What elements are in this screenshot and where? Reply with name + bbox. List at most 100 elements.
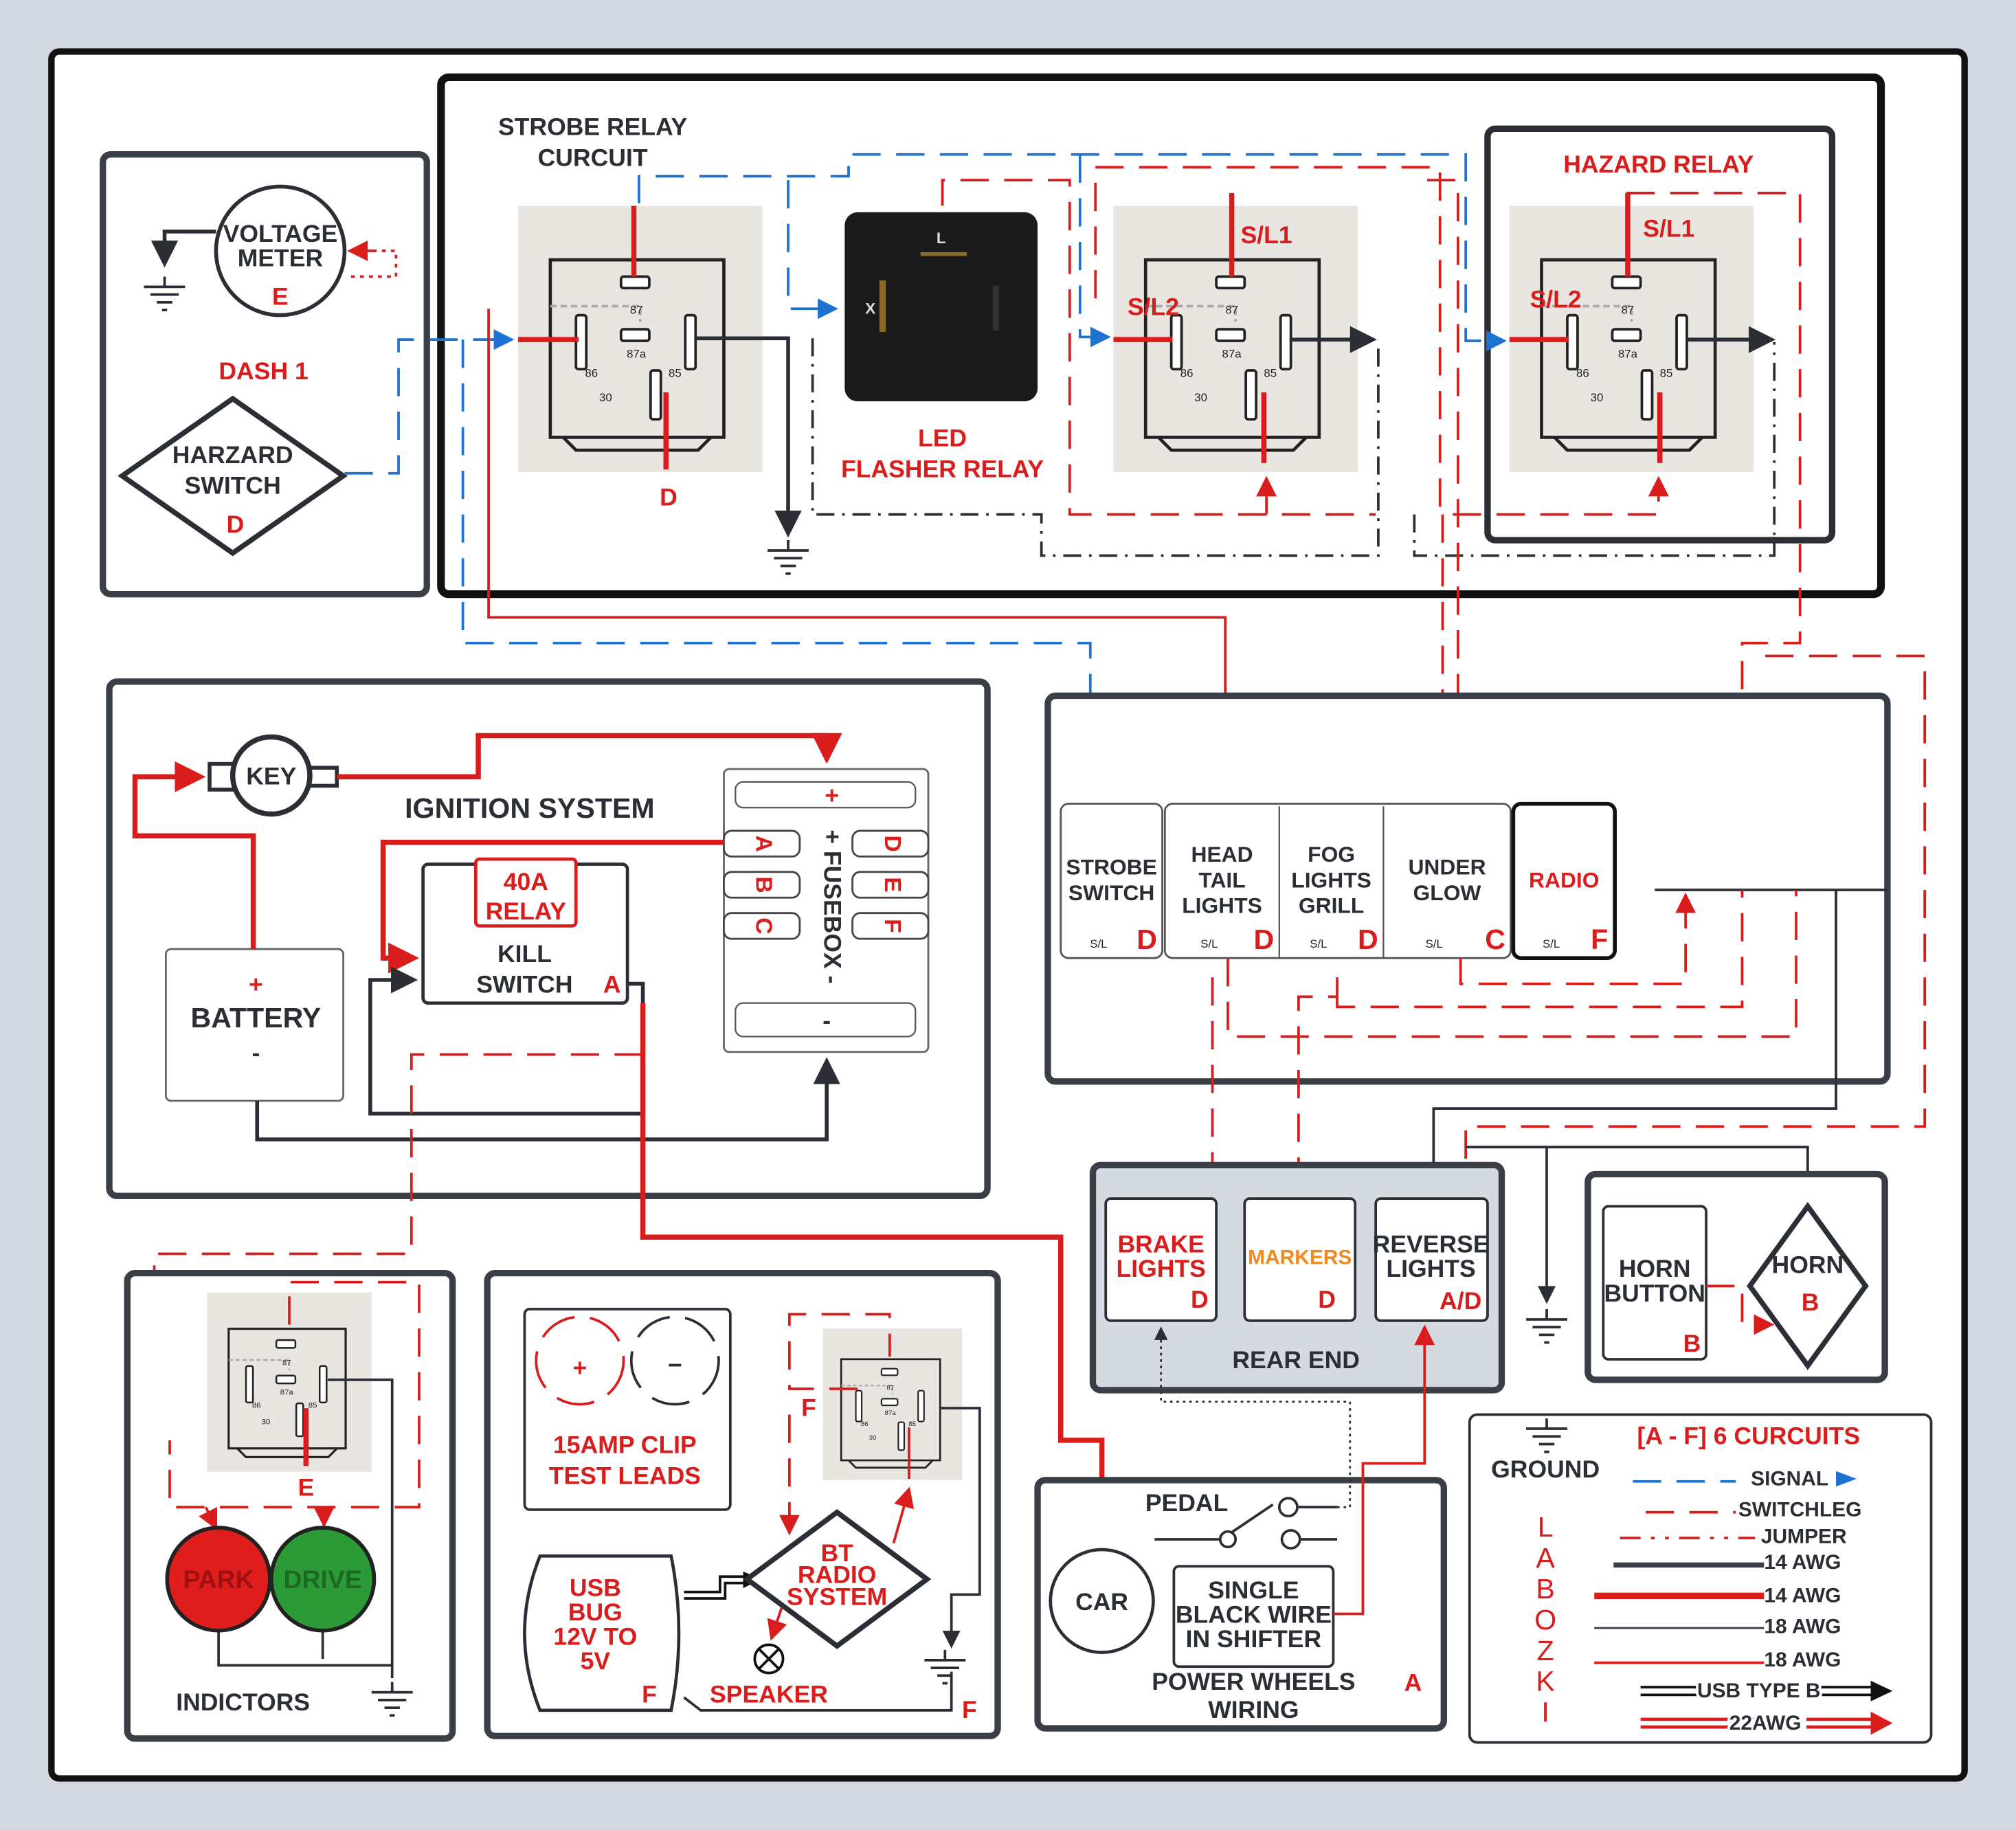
pin-85-label: 85 — [669, 366, 682, 379]
switch-label: GRILL — [1299, 893, 1364, 918]
fuse-slot-b[interactable] — [723, 871, 801, 899]
voltmeter-label-2: METER — [238, 244, 323, 271]
pin-85 — [917, 1390, 925, 1422]
voltage-meter — [214, 184, 347, 317]
legend-item-label: 18 AWG — [1764, 1616, 1841, 1638]
shifter-label-3: IN SHIFTER — [1186, 1625, 1322, 1653]
leads-label: 15AMP CLIP — [553, 1431, 697, 1459]
rear-end-title: REAR END — [1232, 1346, 1360, 1374]
pin-86-label: 86 — [252, 1401, 261, 1409]
circuit-label: D — [1318, 1286, 1336, 1313]
signature-letter: I — [1541, 1697, 1549, 1728]
horn-button[interactable] — [1602, 1205, 1707, 1361]
signature-letter: B — [1536, 1573, 1554, 1605]
pin-85-label: 85 — [309, 1401, 317, 1409]
pin-85-label: 85 — [1264, 366, 1277, 379]
circuit-label: F — [1591, 924, 1608, 955]
fuse-slot-label: B — [751, 876, 776, 893]
relay-label-2: RELAY — [486, 897, 567, 925]
fuse-slot-d[interactable] — [851, 829, 930, 858]
fuse-slot-label: + — [825, 782, 839, 810]
circuit-label: D — [1191, 1286, 1209, 1313]
pin-87a-label: 87a — [885, 1409, 897, 1417]
leads-label-2: TEST LEADS — [549, 1462, 701, 1489]
fuse-slot-f[interactable] — [851, 912, 930, 940]
pedal-label: PEDAL — [1145, 1489, 1228, 1517]
pin-30-label: 30 — [599, 391, 612, 404]
circuit-label: F — [962, 1696, 977, 1723]
fusebox-label: + FUSEBOX - — [818, 829, 846, 983]
power-wheels-title-2: WIRING — [1208, 1696, 1299, 1723]
circuit-label: D — [1136, 924, 1157, 955]
circuit-label: A/D — [1440, 1287, 1481, 1315]
legend-ground-label: GROUND — [1491, 1455, 1600, 1483]
fuse-slot-plus[interactable] — [735, 781, 917, 809]
drive-indicator — [269, 1526, 377, 1633]
pin-87-label: 87 — [282, 1359, 291, 1368]
pin-87-label: 87 — [886, 1385, 894, 1392]
legend-item-label: JUMPER — [1761, 1526, 1847, 1548]
pin-87a — [1611, 328, 1642, 342]
pin-87 — [1611, 275, 1642, 290]
switch-label: STROBE — [1066, 855, 1156, 880]
fuse-slot-minus[interactable] — [735, 1002, 917, 1038]
pin-87a-label: 87a — [1222, 347, 1242, 360]
fuse-slot-e[interactable] — [851, 871, 930, 899]
pin-87 — [1215, 275, 1246, 290]
bt-label: BT — [820, 1539, 853, 1567]
circuit-label: A — [1404, 1669, 1422, 1697]
fuse-slot-label: D — [880, 835, 905, 851]
brake-lights — [1104, 1197, 1218, 1322]
circuit-label: A — [603, 971, 621, 998]
flasher-pin-l: L — [937, 230, 946, 247]
brake-label-2: LIGHTS — [1116, 1255, 1205, 1282]
pin-86-label: 86 — [861, 1420, 869, 1428]
usb-label-2: BUG — [568, 1598, 623, 1626]
hazard-switch[interactable] — [117, 395, 348, 557]
car-label: CAR — [1075, 1588, 1128, 1616]
pin-30 — [897, 1421, 906, 1451]
pin-86-label: 86 — [1576, 366, 1589, 379]
switch-label: GLOW — [1413, 880, 1481, 905]
circuit-label: B — [1683, 1330, 1701, 1357]
legend-item-label: SIGNAL — [1751, 1467, 1828, 1490]
strobe-title: STROBE RELAY — [498, 113, 688, 141]
relay-body — [840, 1358, 941, 1462]
pedal-switch-icon — [1154, 1497, 1338, 1550]
speaker-label: SPEAKER — [710, 1681, 828, 1708]
signature-letter: K — [1536, 1666, 1554, 1697]
speaker-icon — [753, 1643, 785, 1675]
legend-title: [A - F] 6 CURCUITS — [1637, 1422, 1861, 1449]
fuse-slot-c[interactable] — [723, 912, 801, 940]
fuse-slot-label: E — [880, 877, 905, 892]
legend-item-label: 14 AWG — [1764, 1585, 1841, 1607]
pin-87-label: 87 — [1622, 304, 1635, 317]
shifter-label: SINGLE — [1208, 1576, 1299, 1604]
pin-30-label: 30 — [869, 1434, 877, 1442]
horn — [1747, 1201, 1869, 1370]
bt-radio-system — [742, 1508, 932, 1649]
pin-85 — [1675, 313, 1688, 371]
reverse-label: REVERSE — [1373, 1231, 1490, 1258]
markers-label: MARKERS — [1248, 1247, 1352, 1269]
power-wheels-title: POWER WHEELS — [1152, 1668, 1355, 1695]
circuit-label: B — [1802, 1288, 1819, 1316]
sl-label: S/L — [1543, 937, 1560, 950]
pin-87a-label: 87a — [1618, 347, 1638, 360]
circuit-label: F — [642, 1681, 657, 1708]
legend-item-label: SWITCHLEG — [1738, 1498, 1862, 1521]
pin-86 — [1169, 313, 1183, 371]
switch-label: LIGHTS — [1291, 867, 1371, 892]
pin-85 — [1279, 313, 1292, 371]
signature-letter: O — [1534, 1604, 1556, 1636]
reverse-label-2: LIGHTS — [1386, 1255, 1475, 1282]
pin-30 — [295, 1402, 304, 1438]
circuit-label: D — [1253, 924, 1274, 955]
key-switch[interactable]: KEY — [208, 734, 339, 817]
usb-label-4: 5V — [581, 1647, 611, 1675]
dash-panel: VOLTAGE METER E DASH 1 HARZARD SWITCH D — [100, 151, 430, 598]
